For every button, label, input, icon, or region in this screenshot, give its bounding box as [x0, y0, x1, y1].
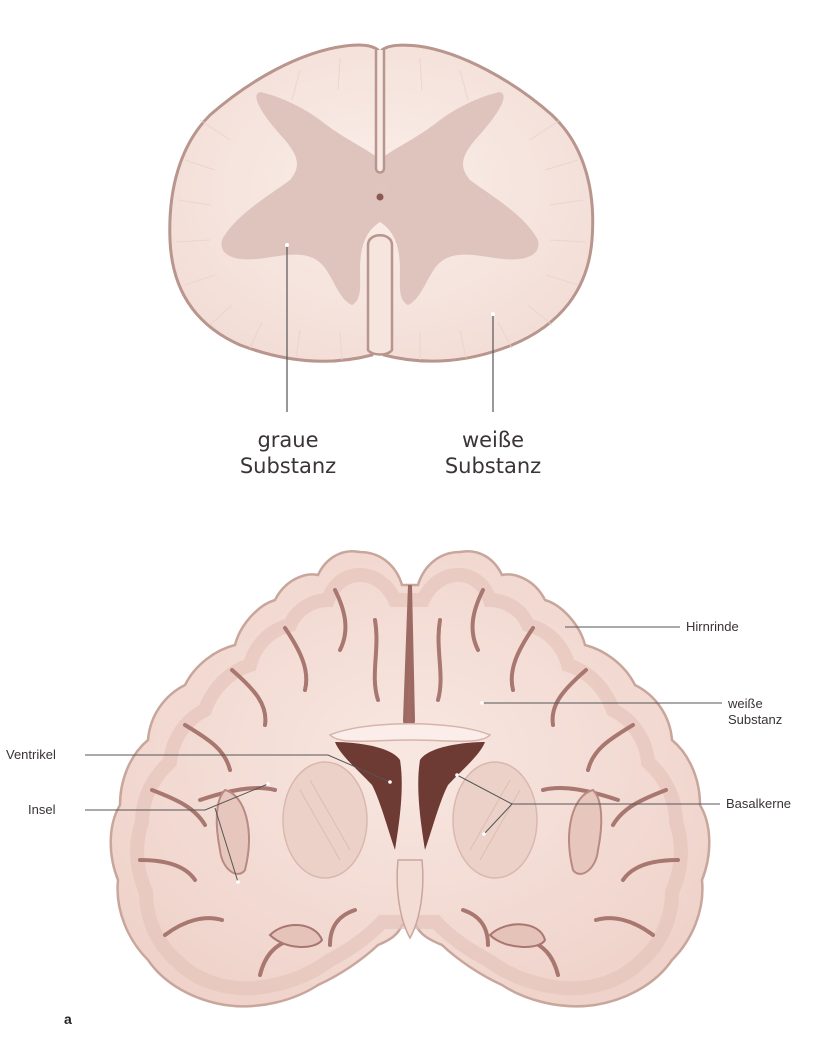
label-white-matter-cord-text: weiße Substanz — [444, 428, 542, 478]
corpus-callosum — [328, 723, 492, 742]
brain-coronal-section — [85, 549, 722, 1008]
brainstem-midline — [396, 859, 424, 940]
anterior-median-fissure — [366, 234, 394, 356]
basal-nucleus-left — [282, 761, 368, 879]
label-white-matter-cord: weiße Substanz — [433, 427, 553, 479]
spinal-cord-section — [168, 43, 595, 412]
hippocampus-left — [268, 923, 324, 948]
label-white-matter-brain-text: weiße Substanz — [728, 696, 783, 727]
label-ventricle: Ventrikel — [6, 747, 56, 762]
sulci — [138, 588, 680, 977]
white-matter-striations — [175, 57, 587, 361]
label-basal-nuclei: Basalkerne — [726, 796, 792, 811]
basal-nucleus-right — [452, 761, 538, 879]
label-white-matter-brain: weiße Substanz — [728, 696, 782, 728]
label-insula: Insel — [28, 802, 56, 817]
insula-right — [568, 788, 603, 875]
hippocampus-right — [488, 923, 547, 948]
ventricle-left — [335, 742, 402, 850]
label-cortex: Hirnrinde — [686, 619, 739, 634]
central-canal — [376, 193, 384, 201]
brain-leader-lines — [85, 626, 722, 883]
panel-letter: a — [64, 1011, 72, 1027]
ventricle-right — [418, 742, 485, 850]
label-gray-matter: graue Substanz — [228, 427, 348, 479]
posterior-median-sulcus — [374, 50, 386, 174]
label-gray-matter-text: graue Substanz — [239, 428, 337, 478]
